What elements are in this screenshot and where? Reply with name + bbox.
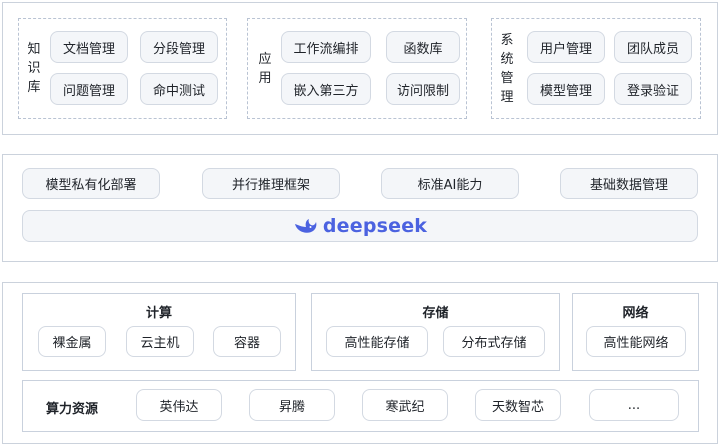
deepseek-bar: deepseek	[22, 210, 698, 242]
function-library-button[interactable]: 函数库	[386, 31, 460, 63]
compute-group	[22, 293, 296, 371]
segment-management-button[interactable]: 分段管理	[140, 31, 218, 63]
cambricon-button[interactable]: 寒武纪	[362, 389, 448, 421]
deepseek-logo-text: deepseek	[322, 215, 428, 237]
bare-metal-button[interactable]: 裸金属	[38, 326, 106, 357]
question-management-button[interactable]: 问题管理	[50, 73, 128, 105]
hit-testing-button[interactable]: 命中测试	[140, 73, 218, 105]
deepseek-logo: deepseek	[293, 215, 427, 237]
knowledge-base-group	[18, 18, 227, 119]
access-limit-button[interactable]: 访问限制	[386, 73, 460, 105]
parallel-inference-button[interactable]: 并行推理框架	[202, 168, 340, 199]
compute-title: 计算	[145, 306, 172, 321]
high-perf-network-button[interactable]: 高性能网络	[586, 326, 686, 357]
high-perf-storage-button[interactable]: 高性能存储	[326, 326, 428, 357]
login-verification-button[interactable]: 登录验证	[614, 73, 692, 105]
model-management-button[interactable]: 模型管理	[527, 73, 605, 105]
knowledge-base-label: 知识库	[27, 42, 41, 95]
application-label: 应用	[258, 52, 272, 86]
system-management-group	[491, 18, 701, 119]
more-resources-button[interactable]: ...	[589, 389, 679, 421]
iluvatar-button[interactable]: 天数智芯	[475, 389, 561, 421]
private-deployment-button[interactable]: 模型私有化部署	[22, 168, 160, 199]
whale-icon	[294, 219, 317, 233]
workflow-orchestration-button[interactable]: 工作流编排	[281, 31, 371, 63]
team-members-button[interactable]: 团队成员	[614, 31, 692, 63]
compute-resources-group	[22, 380, 699, 432]
application-group	[247, 18, 467, 119]
doc-management-button[interactable]: 文档管理	[50, 31, 128, 63]
cloud-host-button[interactable]: 云主机	[126, 326, 194, 357]
basic-data-management-button[interactable]: 基础数据管理	[560, 168, 698, 199]
nvidia-button[interactable]: 英伟达	[136, 389, 222, 421]
storage-group	[311, 293, 560, 371]
compute-resources-title: 算力资源	[45, 402, 98, 417]
container-button[interactable]: 容器	[213, 326, 281, 357]
network-title: 网络	[622, 306, 649, 321]
application-layer	[2, 2, 718, 135]
standard-ai-button[interactable]: 标准AI能力	[381, 168, 519, 199]
network-group	[572, 293, 699, 371]
user-management-button[interactable]: 用户管理	[527, 31, 605, 63]
storage-title: 存储	[422, 306, 449, 321]
ascend-button[interactable]: 昇腾	[249, 389, 335, 421]
distributed-storage-button[interactable]: 分布式存储	[443, 326, 545, 357]
embed-third-party-button[interactable]: 嵌入第三方	[281, 73, 371, 105]
system-management-label: 系统管理	[500, 33, 514, 105]
